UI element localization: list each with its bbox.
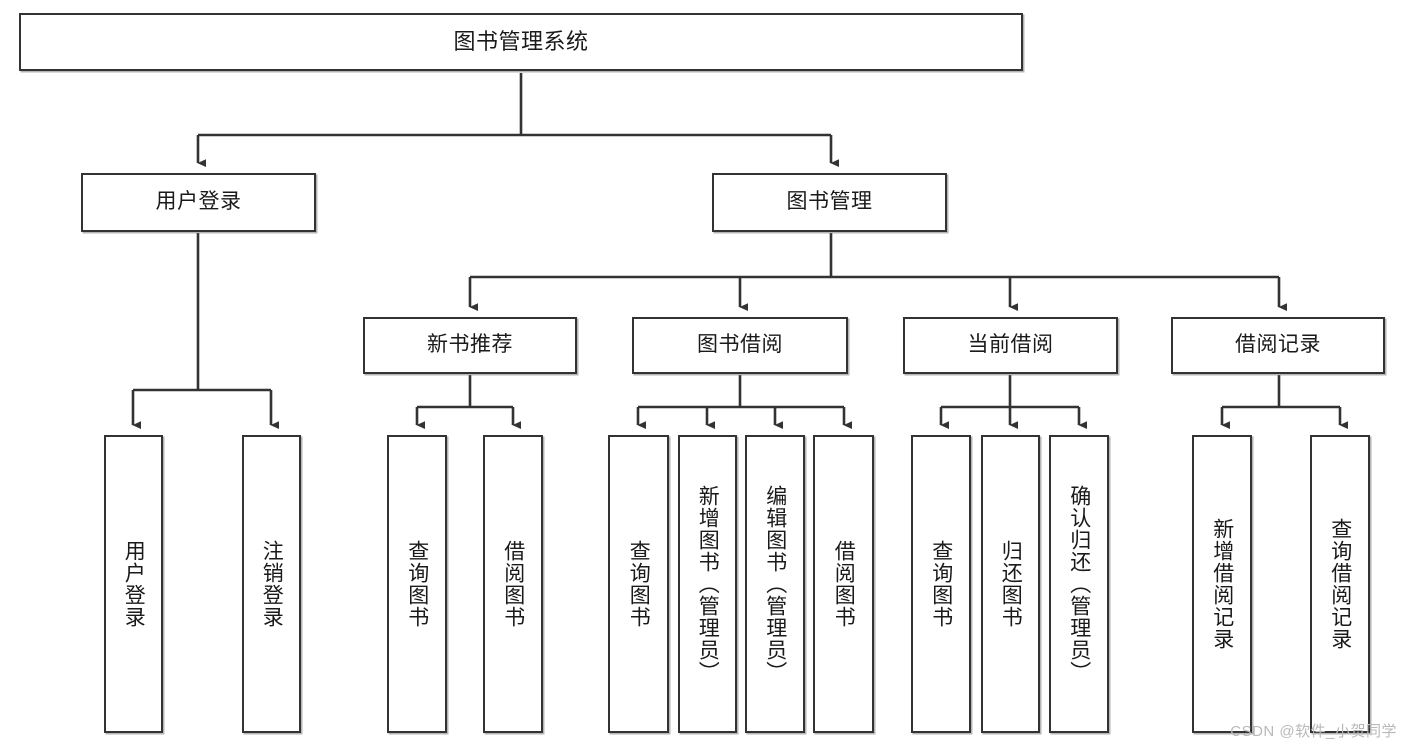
node-root-system-label: 图书管理系统 xyxy=(453,29,589,55)
node-leaf-edit-book-admin-label: 编辑图书（管理员） xyxy=(763,485,787,683)
node-leaf-user-login[interactable]: 用户登录 xyxy=(104,435,163,733)
node-leaf-logout[interactable]: 注销登录 xyxy=(242,435,301,733)
node-leaf-query-book-recommend-label: 查询图书 xyxy=(405,540,429,628)
node-leaf-add-borrow-record-label: 新增借阅记录 xyxy=(1210,518,1234,650)
node-leaf-query-book-current-label: 查询图书 xyxy=(929,540,953,628)
node-leaf-borrow-book-label: 借阅图书 xyxy=(832,540,856,628)
node-leaf-edit-book-admin[interactable]: 编辑图书（管理员） xyxy=(745,435,805,733)
node-leaf-add-book-admin[interactable]: 新增图书（管理员） xyxy=(678,435,737,733)
csdn-watermark: CSDN @软件_小贺同学 xyxy=(1230,723,1397,740)
node-current-borrow[interactable]: 当前借阅 xyxy=(903,317,1118,374)
node-leaf-return-book[interactable]: 归还图书 xyxy=(981,435,1040,733)
node-user-login[interactable]: 用户登录 xyxy=(81,173,316,232)
node-leaf-return-book-label: 归还图书 xyxy=(999,540,1023,628)
node-root-system[interactable]: 图书管理系统 xyxy=(19,13,1023,71)
node-book-management[interactable]: 图书管理 xyxy=(712,173,947,232)
node-leaf-add-book-admin-label: 新增图书（管理员） xyxy=(696,485,720,683)
node-leaf-query-borrow-record-label: 查询借阅记录 xyxy=(1328,518,1352,650)
node-book-management-label: 图书管理 xyxy=(786,190,873,214)
node-book-borrow-label: 图书借阅 xyxy=(697,333,783,357)
node-leaf-confirm-return-admin[interactable]: 确认归还（管理员） xyxy=(1049,435,1109,733)
node-user-login-label: 用户登录 xyxy=(155,190,242,214)
node-leaf-confirm-return-admin-label: 确认归还（管理员） xyxy=(1067,485,1091,683)
node-leaf-query-book-borrow-label: 查询图书 xyxy=(627,540,651,628)
node-new-book-recommend-label: 新书推荐 xyxy=(427,333,513,357)
node-leaf-user-login-label: 用户登录 xyxy=(122,540,146,628)
node-borrow-record[interactable]: 借阅记录 xyxy=(1171,317,1385,374)
node-leaf-query-borrow-record[interactable]: 查询借阅记录 xyxy=(1310,435,1370,733)
node-leaf-borrow-book-recommend[interactable]: 借阅图书 xyxy=(483,435,543,733)
node-leaf-logout-label: 注销登录 xyxy=(260,540,284,628)
node-leaf-borrow-book-recommend-label: 借阅图书 xyxy=(501,540,525,628)
node-borrow-record-label: 借阅记录 xyxy=(1235,333,1321,357)
node-leaf-query-book-current[interactable]: 查询图书 xyxy=(911,435,971,733)
node-leaf-borrow-book[interactable]: 借阅图书 xyxy=(813,435,874,733)
node-leaf-query-book-recommend[interactable]: 查询图书 xyxy=(387,435,447,733)
node-current-borrow-label: 当前借阅 xyxy=(967,333,1054,357)
node-new-book-recommend[interactable]: 新书推荐 xyxy=(363,317,577,374)
node-leaf-query-book-borrow[interactable]: 查询图书 xyxy=(608,435,669,733)
node-leaf-add-borrow-record[interactable]: 新增借阅记录 xyxy=(1192,435,1252,733)
node-book-borrow[interactable]: 图书借阅 xyxy=(632,317,848,374)
